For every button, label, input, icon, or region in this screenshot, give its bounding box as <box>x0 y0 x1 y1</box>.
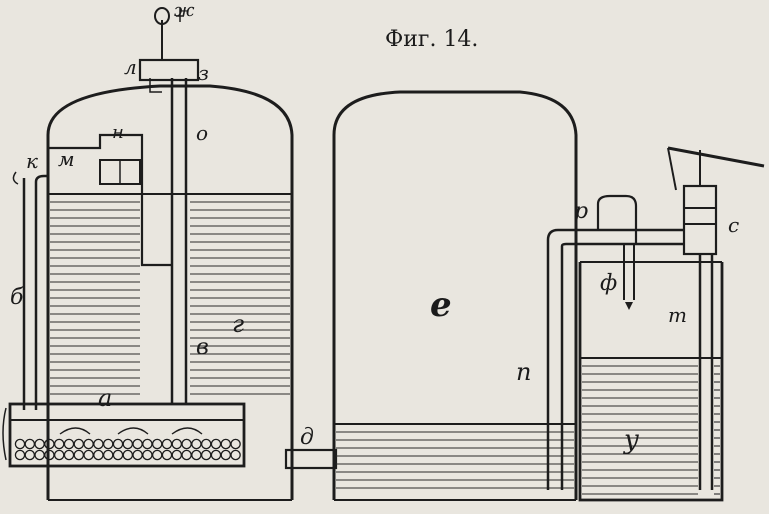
label-l: л <box>124 55 137 79</box>
label-v: в <box>196 335 209 360</box>
label-a: а <box>98 384 112 412</box>
label-d: д <box>300 425 314 450</box>
valve-body <box>138 58 200 82</box>
coal-charge <box>14 438 241 461</box>
label-n: н <box>112 122 124 143</box>
label-m: м <box>58 147 75 171</box>
gas-bell <box>48 133 172 267</box>
retort-a <box>8 402 246 468</box>
pipe-p <box>546 228 684 490</box>
right-vessel-shell <box>578 262 724 502</box>
gauge-r <box>596 194 638 244</box>
label-k: к <box>26 149 38 173</box>
pump-cylinder <box>682 184 718 256</box>
middle-vessel-shell <box>332 90 578 500</box>
valve-handle <box>154 7 170 25</box>
pipe-k-arrow <box>12 171 19 185</box>
left-water-hatching <box>50 201 290 395</box>
middle-vessel <box>332 90 578 501</box>
label-g: г <box>232 310 244 338</box>
label-o: о <box>196 121 208 145</box>
right-water-hatching <box>582 365 720 495</box>
label-e: е <box>430 285 452 325</box>
label-s: с <box>728 213 739 237</box>
label-b: б <box>10 285 24 310</box>
retort-flow-arrows <box>59 427 203 435</box>
label-t: т <box>668 303 687 327</box>
label-z: з <box>198 61 209 85</box>
label-f: ф <box>600 271 617 296</box>
left-vessel <box>2 7 338 501</box>
label-zh: ж <box>174 0 195 21</box>
pump-pivot <box>667 147 677 191</box>
left-vessel-shell <box>46 84 294 500</box>
pipe-b <box>34 174 48 410</box>
pump-lever <box>667 146 765 168</box>
figure-caption: Фиг. 14. <box>385 27 478 52</box>
label-r: р <box>574 199 588 224</box>
label-p: п <box>516 358 531 386</box>
middle-water-hatching <box>336 431 574 489</box>
right-vessel <box>546 146 765 502</box>
label-u: у <box>623 425 639 455</box>
retort-door <box>2 407 7 461</box>
connector-d <box>284 448 338 470</box>
